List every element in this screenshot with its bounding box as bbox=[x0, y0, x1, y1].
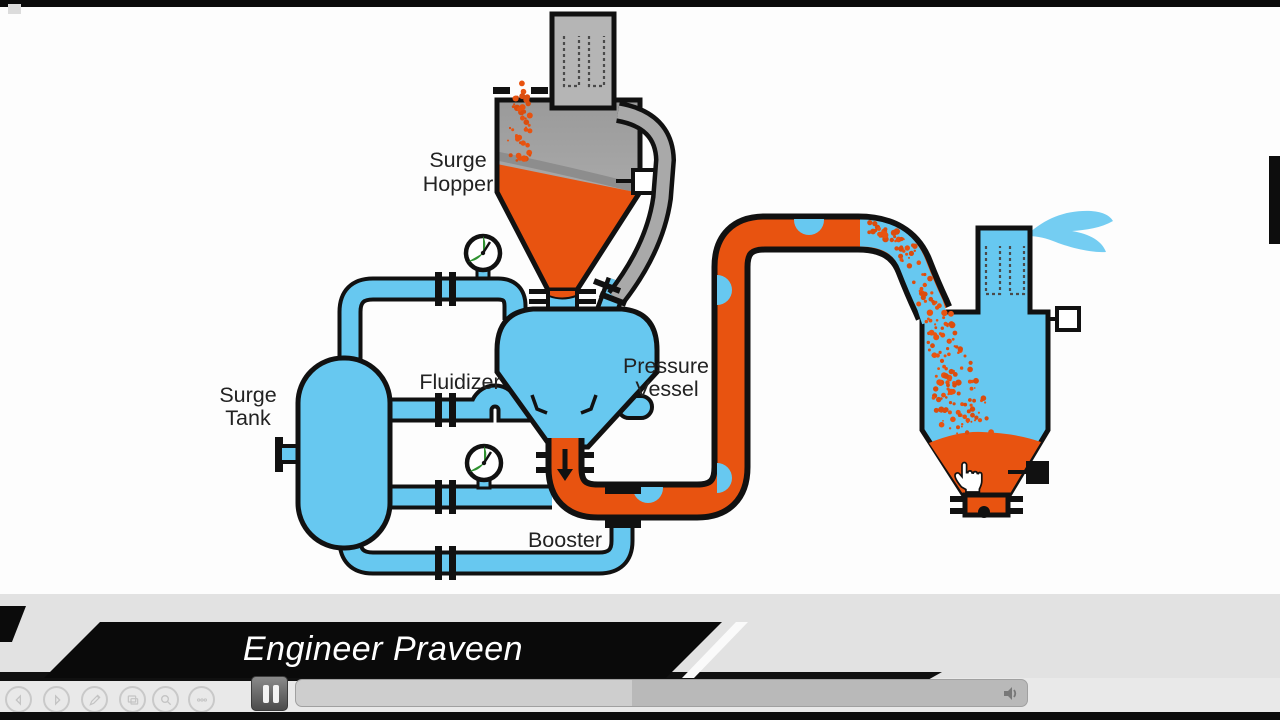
conveying-system-diagram: Surge Hopper Surge Tank Fluidizer Pressu… bbox=[219, 11, 1113, 580]
receiver-filter-bags bbox=[984, 246, 1026, 296]
svg-text:Hopper: Hopper bbox=[423, 172, 494, 196]
banner-left-sliver bbox=[0, 606, 26, 642]
hopper-inlet-lip-left bbox=[493, 87, 510, 94]
ellipsis-icon bbox=[196, 697, 207, 702]
label-surge-tank: Surge bbox=[219, 383, 276, 407]
pen-button[interactable] bbox=[81, 686, 108, 713]
receiver-outlet-sensor bbox=[1026, 461, 1049, 484]
falling-particles-hopper bbox=[507, 80, 533, 162]
speaker-icon[interactable] bbox=[1002, 686, 1020, 701]
booster-flange bbox=[605, 485, 641, 528]
player-bottom-area: Engineer Praveen bbox=[0, 594, 1280, 720]
next-button[interactable] bbox=[43, 686, 70, 713]
channel-name: Engineer Praveen bbox=[242, 629, 524, 668]
top-left-smudge bbox=[8, 4, 21, 14]
air-pipe-top bbox=[337, 276, 528, 375]
flange-receiver-outlet bbox=[950, 496, 1023, 518]
label-fluidizer: Fluidizer bbox=[419, 370, 500, 394]
air-pipe-fluidizer bbox=[386, 383, 532, 423]
pause-icon bbox=[263, 685, 269, 703]
pressure-gauge-top bbox=[463, 233, 503, 280]
progress-played bbox=[296, 680, 633, 706]
previous-button[interactable] bbox=[5, 686, 32, 713]
label-pressure-vessel: Pressure bbox=[623, 354, 709, 378]
fluidizer-cone-marks bbox=[530, 394, 598, 415]
label-surge-hopper: Surge bbox=[429, 148, 486, 172]
valve-top-pipe bbox=[435, 272, 456, 306]
receiver-material-pile bbox=[929, 431, 1041, 497]
seek-bar[interactable] bbox=[295, 679, 1028, 707]
exhaust-plume bbox=[1028, 210, 1113, 253]
right-triangle-icon bbox=[54, 693, 61, 706]
filter-bags bbox=[562, 36, 606, 88]
particles-pipe-end bbox=[867, 220, 942, 316]
valve-discharge-pipe bbox=[435, 480, 456, 514]
slides-button[interactable] bbox=[119, 686, 146, 713]
diagram-labels: Surge Hopper Surge Tank Fluidizer Pressu… bbox=[219, 148, 709, 552]
svg-text:Tank: Tank bbox=[225, 406, 271, 430]
pressure-gauge-bottom bbox=[464, 443, 504, 490]
bottom-letterbox-bar bbox=[0, 712, 1280, 720]
receiver-level-sensor bbox=[1055, 306, 1081, 332]
zoom-button[interactable] bbox=[152, 686, 179, 713]
valve-booster-pipe bbox=[435, 546, 456, 580]
more-button[interactable] bbox=[188, 686, 215, 713]
hopper-neck-material bbox=[548, 289, 577, 300]
svg-text:Vessel: Vessel bbox=[635, 377, 698, 401]
pause-button[interactable] bbox=[251, 676, 288, 711]
surge-tank bbox=[275, 355, 393, 551]
magnifier-icon bbox=[160, 694, 171, 705]
pressure-vessel-body bbox=[494, 306, 660, 450]
label-booster: Booster bbox=[528, 528, 602, 552]
valve-vessel-discharge bbox=[536, 449, 594, 481]
hopper-vent-pipe bbox=[607, 101, 677, 305]
slides-icon bbox=[127, 694, 138, 705]
left-triangle-icon bbox=[14, 693, 21, 706]
surge-hopper bbox=[493, 11, 658, 300]
valve-vent-pipe bbox=[592, 278, 628, 307]
pencil-icon bbox=[88, 693, 101, 706]
hopper-inlet-lip-right bbox=[531, 87, 548, 94]
channel-banner: Engineer Praveen bbox=[44, 622, 722, 678]
falling-particles-receiver bbox=[924, 309, 994, 436]
top-letterbox-bar bbox=[0, 0, 1280, 7]
valve-fluidizer-pipe bbox=[435, 393, 456, 427]
right-edge-tab bbox=[1269, 156, 1280, 244]
receiver-vessel bbox=[919, 210, 1113, 518]
cursor-pointer bbox=[954, 461, 983, 493]
flow-arrow-icon bbox=[557, 469, 573, 481]
flange-vessel-inlet bbox=[529, 289, 596, 304]
